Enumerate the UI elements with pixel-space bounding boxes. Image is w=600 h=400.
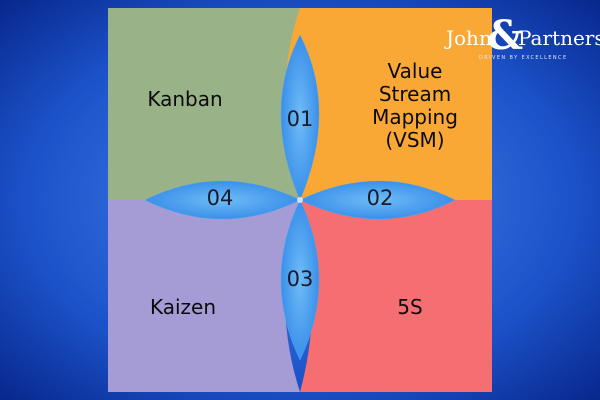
- lens-02: [299, 180, 456, 220]
- label-5s-line-1: 5S: [397, 295, 423, 319]
- label-vsm-line-4: (VSM): [385, 128, 445, 152]
- number-03: 03: [286, 267, 314, 291]
- logo-tagline: DRIVEN BY EXCELLENCE: [479, 55, 568, 61]
- petal-kanban: [108, 8, 300, 200]
- petal-kaizen: [108, 200, 300, 392]
- logo-word-john: John: [446, 26, 492, 50]
- brand-logo: John & Partners DRIVEN BY EXCELLENCE: [446, 12, 600, 74]
- petal-5s: [300, 200, 492, 392]
- center-point: [297, 197, 303, 203]
- label-5s: 5S: [370, 296, 450, 319]
- label-vsm-line-3: Mapping: [372, 105, 458, 129]
- petal-kanban-curve: [108, 100, 200, 200]
- lens-03: [280, 199, 320, 361]
- label-vsm-line-2: Stream: [378, 82, 452, 106]
- label-kaizen-line-1: Kaizen: [149, 295, 217, 319]
- logo-ampersand: &: [487, 12, 524, 59]
- number-02: 02: [366, 186, 394, 210]
- number-01: 01: [286, 107, 314, 131]
- petal-vsm: [285, 8, 492, 200]
- label-kaizen: Kaizen: [128, 296, 238, 319]
- label-vsm-line-1: Value: [387, 59, 443, 83]
- logo-word-partners: Partners: [518, 26, 600, 50]
- label-kanban-line-1: Kanban: [147, 87, 223, 111]
- label-vsm: Value Stream Mapping (VSM): [350, 60, 480, 152]
- number-04: 04: [206, 186, 234, 210]
- label-kanban: Kanban: [130, 88, 240, 111]
